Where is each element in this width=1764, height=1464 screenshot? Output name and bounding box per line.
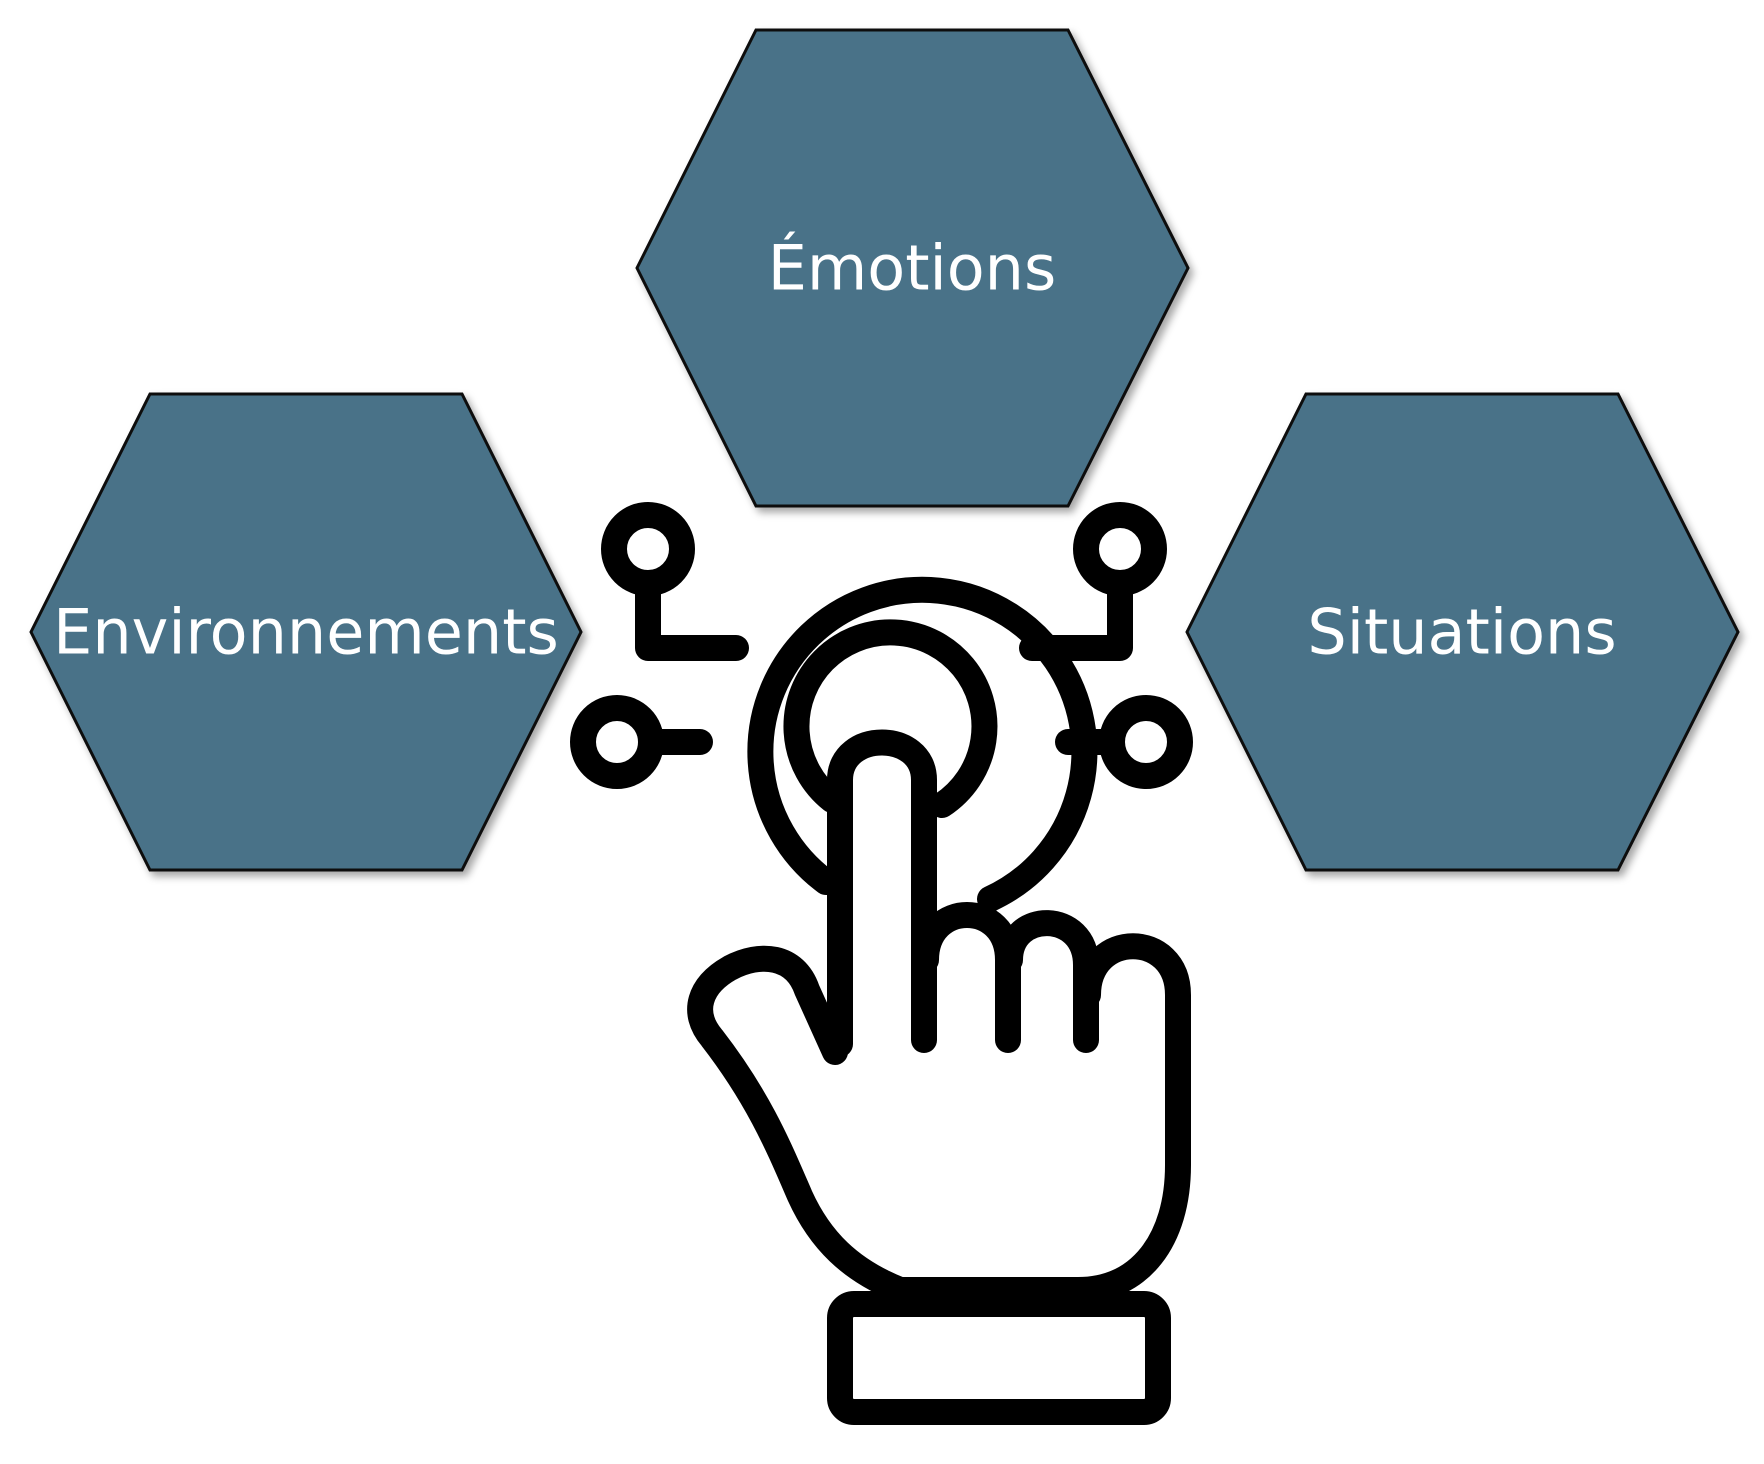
hexagon-emotions: Émotions (635, 28, 1190, 508)
hexagon-environnements: Environnements (29, 392, 583, 872)
hexagon-emotions-shape (635, 28, 1190, 508)
cuff-icon (827, 1291, 1171, 1425)
hexagon-environnements-label: Environnements (53, 596, 559, 669)
hand-icon (687, 729, 1191, 1425)
hexagon-emotions-label: Émotions (768, 232, 1057, 305)
hexagon-situations-shape (1185, 392, 1740, 872)
touch-hand-icon (570, 502, 1193, 1425)
hexagon-environnements-shape (29, 392, 583, 872)
touch-rings-icon (747, 576, 1098, 912)
hexagon-situations-label: Situations (1307, 596, 1616, 669)
hexagon-situations: Situations (1185, 392, 1740, 872)
